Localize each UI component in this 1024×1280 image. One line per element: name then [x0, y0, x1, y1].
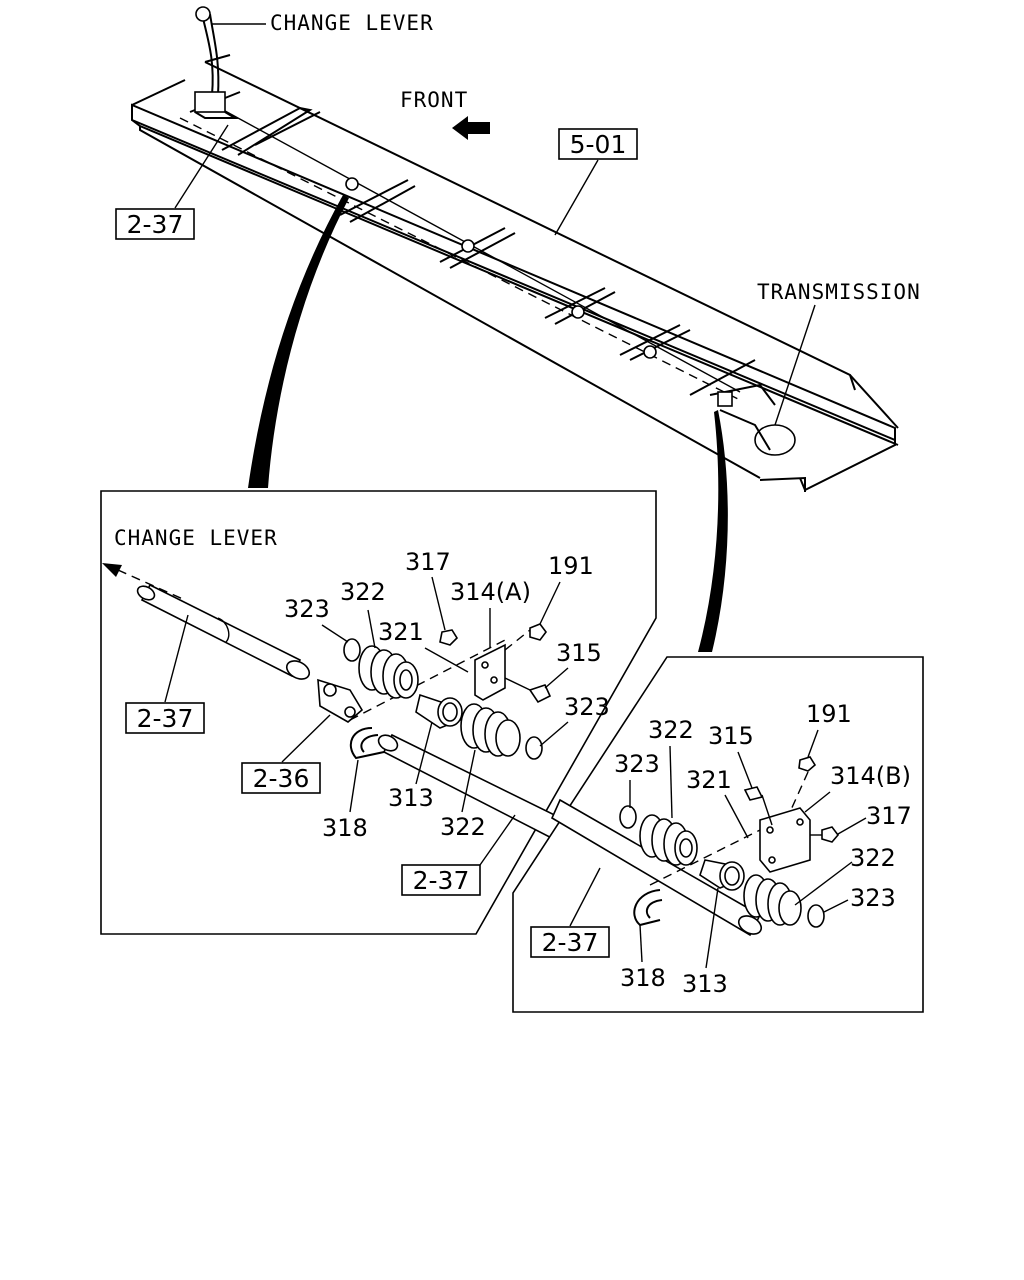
inset-a-pointer: [248, 195, 349, 488]
inset-b-313: 313: [682, 970, 728, 998]
inset-a-323-top: 323: [284, 595, 330, 623]
inset-b-323-right: 323: [850, 884, 896, 912]
top-rod-ref-leader: [174, 124, 229, 209]
inset-a-321: 321: [378, 618, 424, 646]
change-lever-label: CHANGE LEVER: [270, 11, 434, 35]
inset-a-314a: 314(A): [450, 578, 531, 606]
inset-b-pointer: [698, 410, 728, 652]
inset-a-323-right: 323: [564, 693, 610, 721]
frame-ref-box[interactable]: [558, 128, 638, 160]
inset-b-322-right: 322: [850, 844, 896, 872]
inset-a: [100, 490, 657, 935]
frame-ref-leader: [554, 159, 599, 236]
inset-a-rod-ref: 2-37: [137, 704, 194, 733]
inset-b-315: 315: [708, 722, 754, 750]
inset-a-315: 315: [556, 639, 602, 667]
inset-a-shaft-ref-box[interactable]: [401, 864, 481, 896]
inset-a-change-lever-label: CHANGE LEVER: [114, 526, 278, 550]
inset-b-shaft-ref-box[interactable]: [530, 926, 610, 958]
inset-a-322-top: 322: [340, 578, 386, 606]
inset-b: [512, 656, 924, 1013]
inset-a-rod-ref-box[interactable]: [125, 702, 205, 734]
inset-b-191: 191: [806, 700, 852, 728]
inset-a-joint-ref: 2-36: [253, 764, 310, 793]
inset-b-317: 317: [866, 802, 912, 830]
inset-a-317: 317: [405, 548, 451, 576]
inset-a-322-bottom: 322: [440, 813, 486, 841]
inset-b-321: 321: [686, 766, 732, 794]
inset-a-shaft-ref: 2-37: [413, 866, 470, 895]
front-label: FRONT: [400, 88, 468, 112]
inset-a-joint-ref-box[interactable]: [241, 762, 321, 794]
chassis-frame-overview: [131, 6, 899, 492]
inset-a-313: 313: [388, 784, 434, 812]
inset-b-314b: 314(B): [830, 762, 911, 790]
inset-b-323-left: 323: [614, 750, 660, 778]
transmission-leader: [774, 304, 816, 426]
frame-ref: 5-01: [570, 130, 627, 159]
top-rod-ref: 2-37: [127, 210, 184, 239]
inset-a-191: 191: [548, 552, 594, 580]
top-rod-ref-box[interactable]: [115, 208, 195, 240]
inset-b-shaft-ref: 2-37: [542, 928, 599, 957]
inset-b-322-top: 322: [648, 716, 694, 744]
inset-a-318: 318: [322, 814, 368, 842]
inset-b-318: 318: [620, 964, 666, 992]
transmission-label: TRANSMISSION: [757, 280, 921, 304]
